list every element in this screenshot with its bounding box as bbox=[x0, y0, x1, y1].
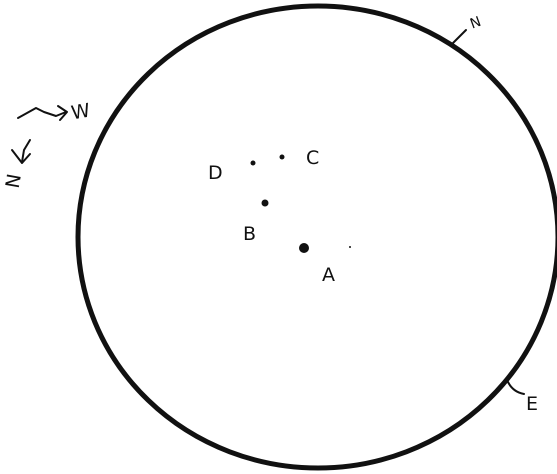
disk-outline bbox=[78, 6, 557, 468]
spot-c-label: C bbox=[306, 147, 319, 169]
compass-north-label: N bbox=[2, 172, 26, 190]
spot-d-label: D bbox=[208, 162, 223, 184]
north-edge-tick bbox=[452, 30, 466, 44]
north-edge-label: N bbox=[468, 14, 483, 33]
compass: W N bbox=[2, 99, 92, 190]
spot-b-label: B bbox=[243, 223, 256, 245]
spot-a-label: A bbox=[322, 264, 335, 286]
east-edge-tick bbox=[508, 382, 524, 394]
solar-disk bbox=[78, 6, 557, 468]
compass-north-arrow-head bbox=[12, 150, 30, 163]
spot-c-dot bbox=[280, 155, 285, 160]
faint-speck bbox=[349, 246, 351, 248]
spot-a-dot bbox=[299, 243, 309, 253]
compass-west-label: W bbox=[70, 99, 93, 124]
compass-west-arrow-shaft bbox=[18, 108, 66, 118]
east-edge-marker: E bbox=[508, 382, 538, 415]
spot-d-dot bbox=[251, 161, 256, 166]
east-edge-label: E bbox=[526, 393, 538, 415]
spot-group: D C B A bbox=[208, 147, 351, 286]
spot-b-dot bbox=[262, 200, 269, 207]
north-edge-marker: N bbox=[452, 14, 483, 44]
